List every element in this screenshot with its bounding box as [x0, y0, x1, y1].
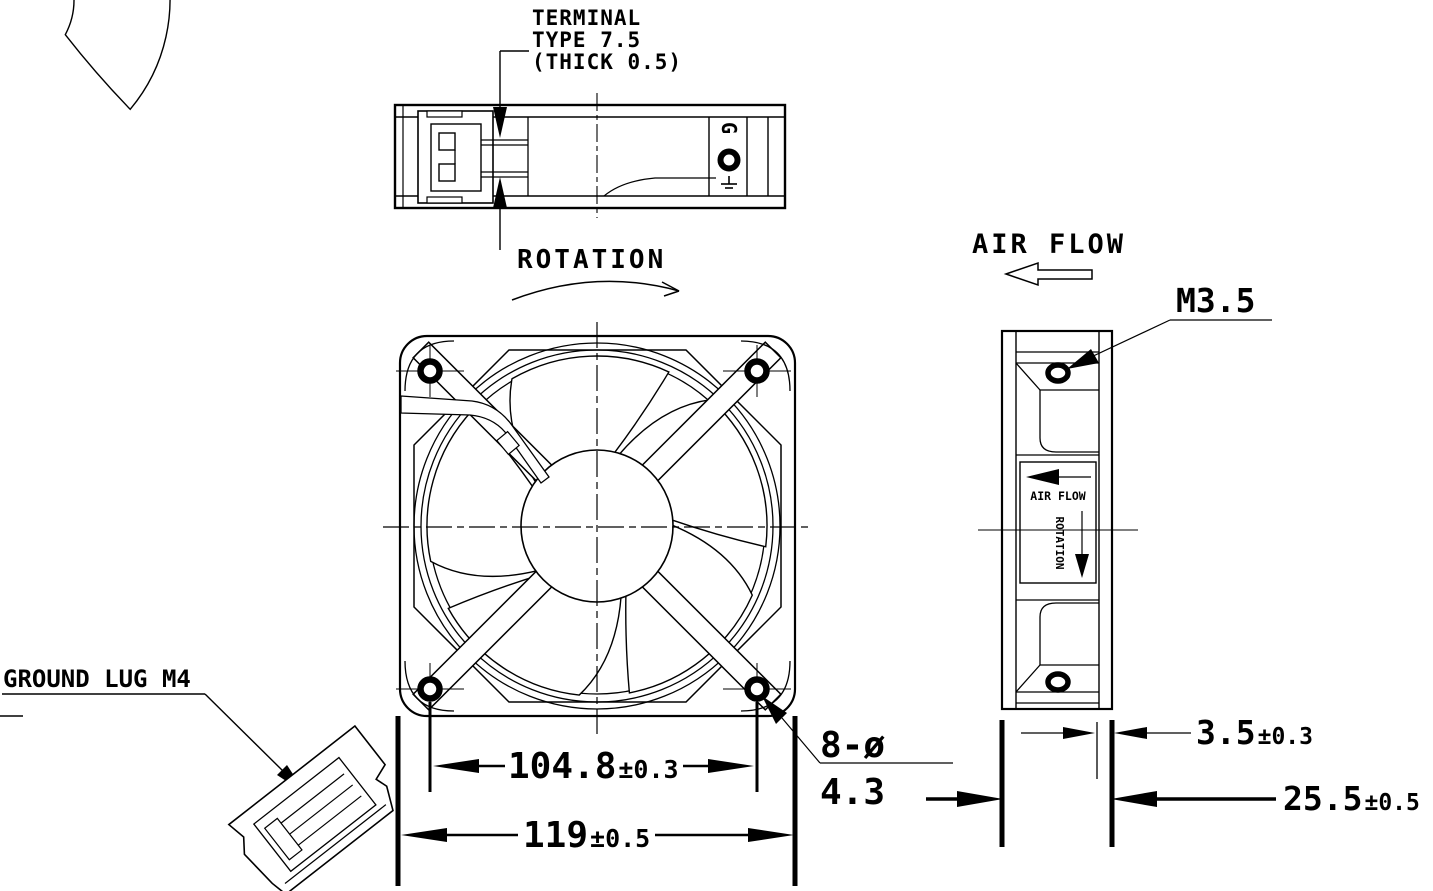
dim-depth-text: 25.5±0.5 — [1283, 779, 1420, 818]
terminal-dim-arrows — [493, 50, 529, 250]
o-ring-marking-icon — [717, 148, 741, 172]
rotation-callout: ROTATION — [511, 245, 680, 301]
ground-lug-part — [227, 724, 394, 891]
front-centerlines — [383, 322, 810, 734]
dim-flange: 3.5±0.3 — [1021, 713, 1313, 752]
fan-blades — [64, 0, 800, 719]
terminal-label-line2: TYPE 7.5 — [532, 28, 641, 52]
m35-screw-hole — [1045, 362, 1071, 384]
lead-wire — [400, 395, 550, 484]
front-dimensions: 104.8±0.3 119±0.5 8-ø 4.3 — [395, 696, 953, 886]
front-view — [64, 0, 810, 734]
dim-depth: 25.5±0.5 — [926, 779, 1420, 818]
holes-callout-line2: 4.3 — [820, 772, 885, 813]
screw-pocket — [1015, 351, 1099, 456]
top-view: G — [393, 50, 787, 250]
rotation-arrow-icon — [511, 280, 680, 301]
terminal-callout: TERMINAL TYPE 7.5 (THICK 0.5) — [532, 6, 682, 74]
side-airflow-arrow-icon — [1026, 469, 1059, 485]
dim-frame-width-text: 119±0.5 — [523, 815, 650, 856]
hole-top-left — [417, 358, 443, 384]
label-marking-block: G — [708, 117, 769, 196]
hole-bottom-right — [744, 676, 770, 702]
side-dimensions: 3.5±0.3 25.5±0.5 — [926, 713, 1420, 847]
dim-hole-pitch-text: 104.8±0.3 — [508, 746, 679, 787]
side-rotation-arrow-icon — [1075, 554, 1089, 578]
frame-corner-arcs — [404, 340, 791, 712]
terminal-label-line1: TERMINAL — [532, 6, 641, 30]
airflow-callout: AIR FLOW — [972, 229, 1126, 287]
side-view: AIR FLOW ROTATION — [978, 329, 1138, 711]
dim-frame-width: 119±0.5 — [401, 815, 794, 856]
mounting-holes — [396, 345, 791, 715]
airflow-label: AIR FLOW — [972, 229, 1126, 260]
holes-callout-line1: 8-ø — [820, 725, 885, 766]
rotation-label: ROTATION — [517, 245, 666, 275]
terminal-connector — [417, 110, 529, 204]
m35-label: M3.5 — [1176, 281, 1255, 320]
dim-flange-text: 3.5±0.3 — [1196, 713, 1313, 752]
airflow-arrow-icon — [1003, 261, 1093, 287]
hole-top-right — [744, 358, 770, 384]
wire-splice — [496, 430, 520, 456]
dim-hole-pitch: 104.8±0.3 — [433, 746, 754, 787]
hole-bottom-left — [417, 676, 443, 702]
ground-symbol-icon — [721, 176, 737, 189]
ground-lug-callout: GROUND LUG M4 — [2, 665, 394, 891]
terminal-label-line3: (THICK 0.5) — [532, 50, 682, 74]
m35-callout: M3.5 — [1067, 281, 1272, 369]
holes-callout: 8-ø 4.3 — [762, 696, 953, 813]
marking-g-text: G — [717, 122, 741, 134]
venturi-octagon — [413, 349, 782, 703]
ground-lug-label: GROUND LUG M4 — [3, 665, 191, 693]
side-label-box: AIR FLOW ROTATION — [1019, 461, 1097, 584]
side-rotation-label: ROTATION — [1053, 517, 1066, 570]
side-airflow-label: AIR FLOW — [1030, 489, 1085, 503]
